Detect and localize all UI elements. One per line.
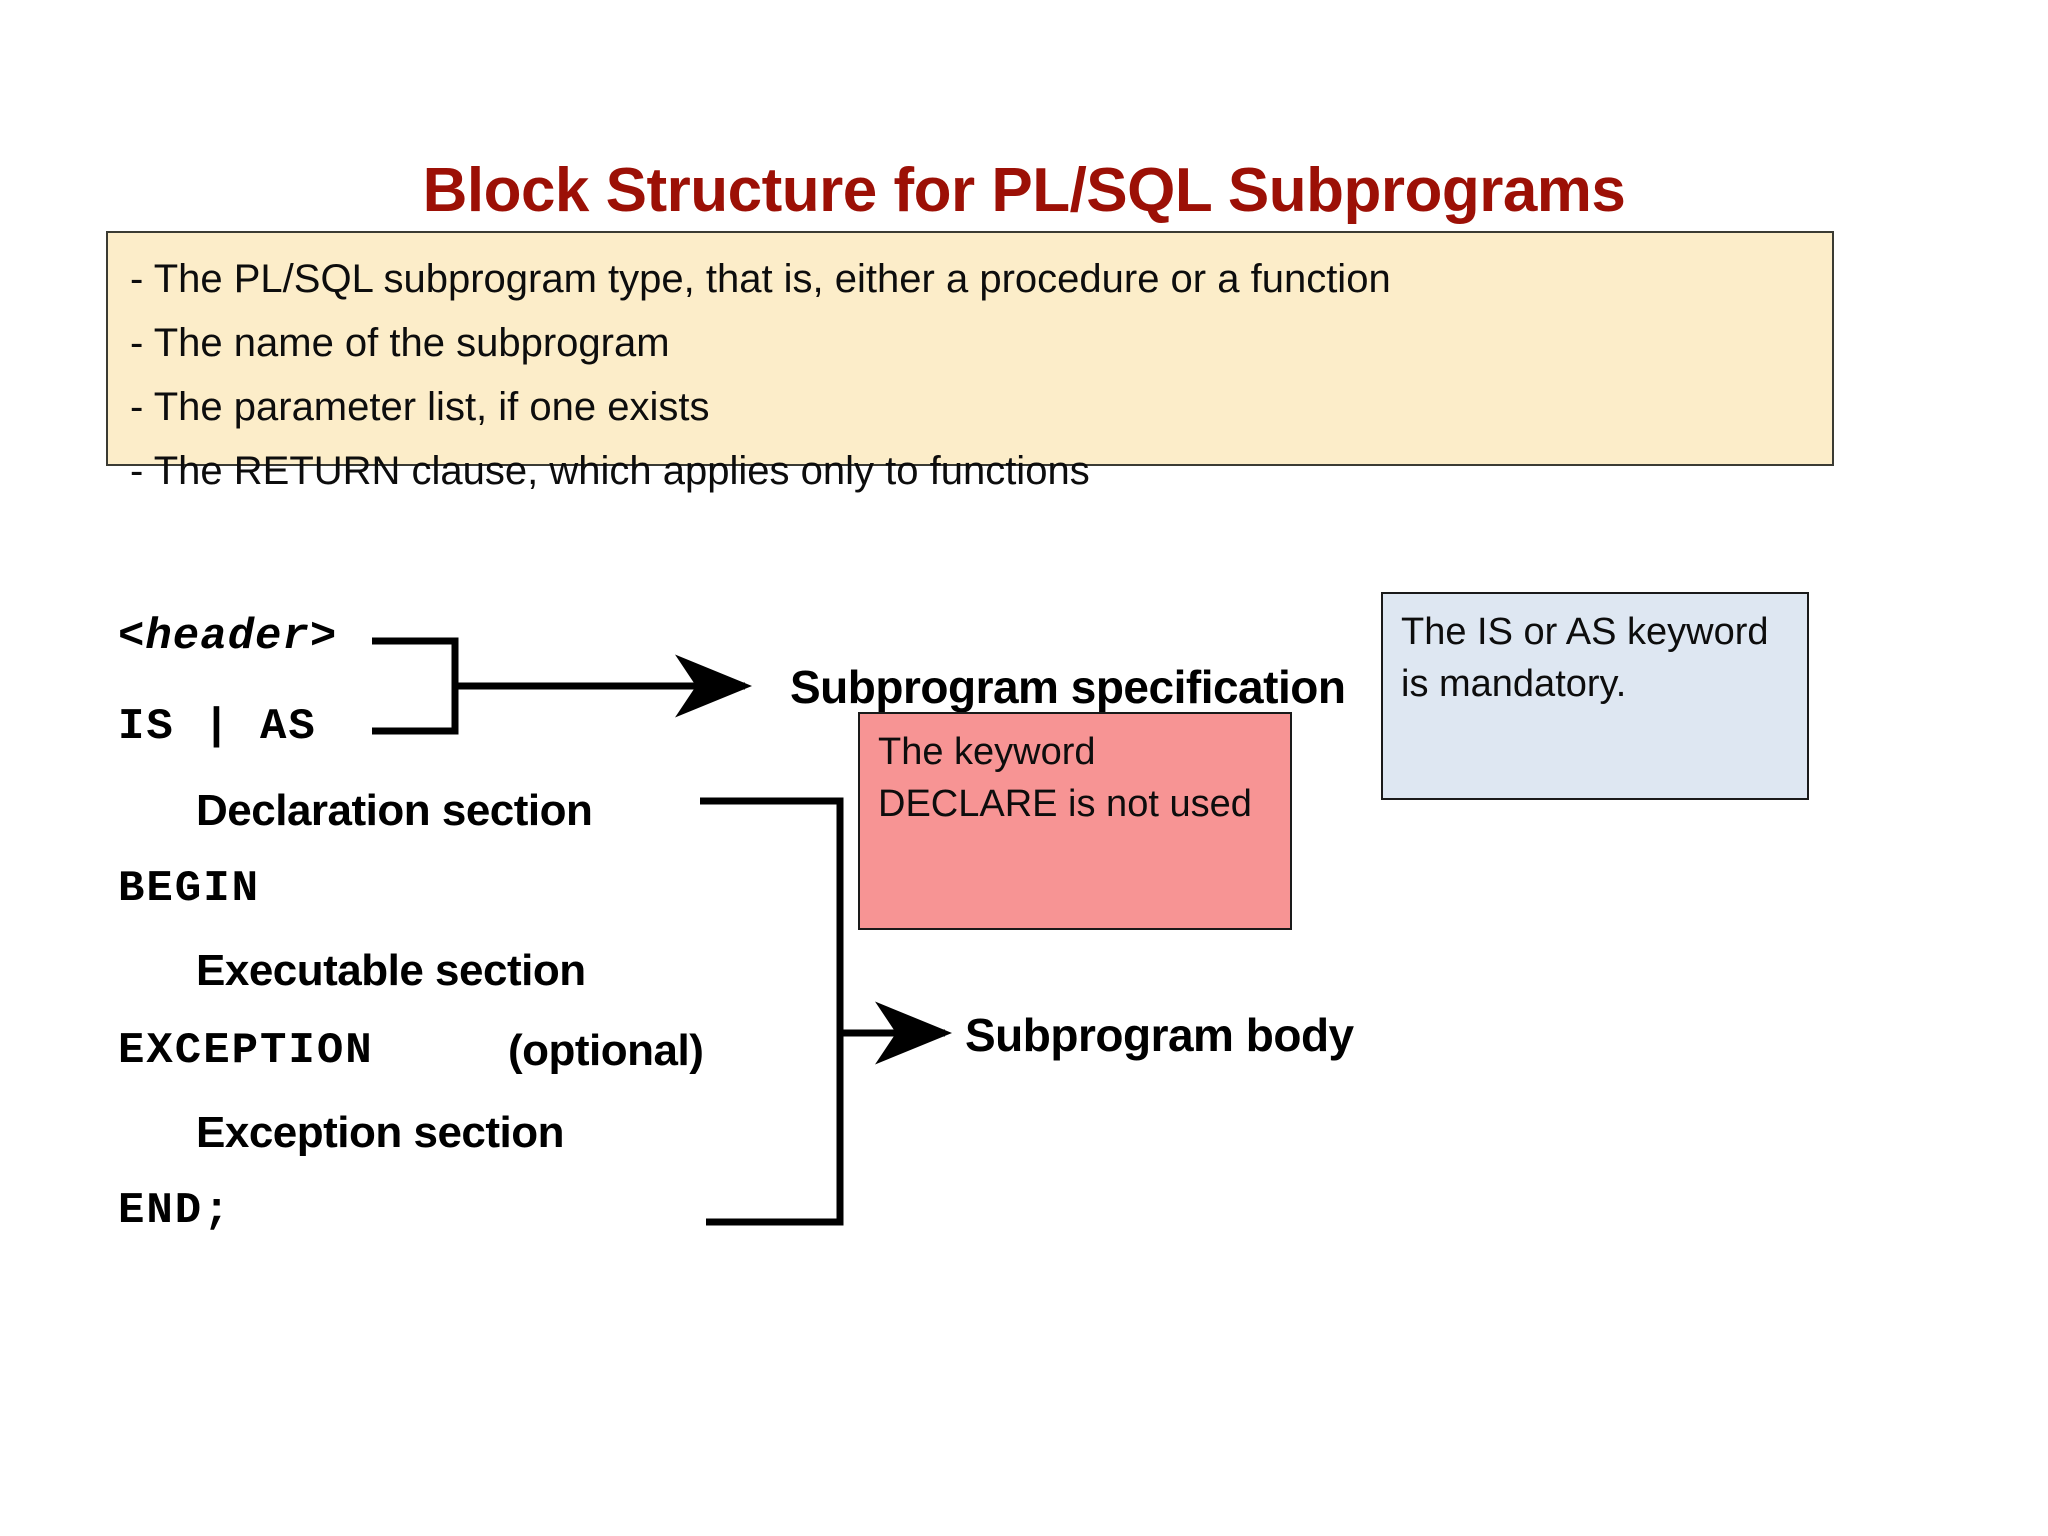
code-line-header: <header>: [118, 612, 338, 662]
code-line-optional-note: (optional): [508, 1026, 704, 1075]
bullet-list-box: - The PL/SQL subprogram type, that is, e…: [106, 231, 1834, 493]
code-line-declaration-section: Declaration section: [196, 786, 593, 835]
callout-is-or-as-mandatory: The IS or AS keyword is mandatory.: [1381, 592, 1809, 800]
label-subprogram-specification: Subprogram specification: [790, 661, 1346, 713]
code-line-executable-section: Executable section: [196, 946, 586, 995]
code-line-is-as: IS | AS: [118, 702, 317, 752]
bullet-item-3: - The parameter list, if one exists: [130, 385, 710, 429]
code-line-exception: EXCEPTION: [118, 1026, 374, 1076]
code-line-begin: BEGIN: [118, 864, 261, 914]
callout-declare-not-used: The keyword DECLARE is not used: [858, 712, 1292, 930]
code-line-end: END;: [118, 1186, 232, 1236]
spec-bracket: [372, 637, 752, 735]
bullet-item-2: - The name of the subprogram: [130, 321, 670, 365]
label-subprogram-body: Subprogram body: [965, 1009, 1354, 1061]
code-line-exception-section: Exception section: [196, 1108, 565, 1157]
page-title: Block Structure for PL/SQL Subprograms: [422, 156, 1626, 225]
bullet-item-4: - The RETURN clause, which applies only …: [130, 449, 1090, 493]
bullet-item-1: - The PL/SQL subprogram type, that is, e…: [130, 257, 1391, 301]
